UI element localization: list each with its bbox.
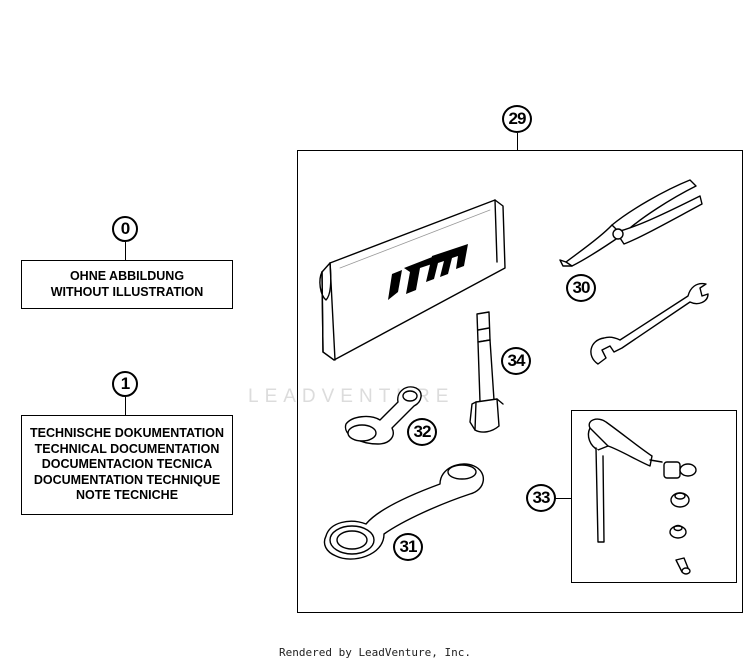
pliers-icon[interactable] — [559, 179, 703, 267]
box-line-note-tecniche: NOTE TECNICHE — [75, 488, 179, 503]
box-line-without-illustration: WITHOUT ILLUSTRATION — [50, 284, 204, 299]
footer-credit: Rendered by LeadVenture, Inc. — [278, 646, 472, 659]
ktm-logo-k-mark — [388, 270, 402, 300]
technical-documentation-box: TECHNISCHE DOKUMENTATION TECHNICAL DOCUM… — [21, 415, 233, 515]
callout-0[interactable]: 0 — [112, 216, 138, 242]
tool-kit-frame — [297, 150, 743, 613]
ring-spanner-icon[interactable] — [344, 386, 422, 445]
socket-bit-icon[interactable] — [663, 461, 697, 479]
socket-bit-icon[interactable] — [675, 557, 691, 575]
socket-bit-icon[interactable] — [669, 524, 687, 539]
open-end-wrench-icon[interactable] — [590, 282, 709, 365]
callout-32[interactable]: 32 — [407, 418, 437, 446]
callout-1[interactable]: 1 — [112, 371, 138, 397]
box-line-documentacion-tecnica: DOCUMENTACION TECNICA — [41, 457, 213, 472]
leader-line-29 — [517, 133, 518, 151]
socket-bit-icon[interactable] — [670, 492, 690, 508]
callout-30[interactable]: 30 — [566, 274, 596, 302]
callout-31[interactable]: 31 — [393, 533, 423, 561]
socket-set-frame — [571, 410, 737, 583]
box-line-documentation-technique: DOCUMENTATION TECHNIQUE — [33, 472, 221, 487]
callout-29[interactable]: 29 — [502, 105, 532, 133]
callout-33[interactable]: 33 — [526, 484, 556, 512]
tool-pouch-icon[interactable] — [319, 199, 506, 361]
leader-line-1 — [125, 397, 126, 415]
double-ring-wrench-icon[interactable] — [323, 463, 484, 560]
long-socket-tool-icon[interactable] — [469, 311, 504, 433]
callout-34[interactable]: 34 — [501, 347, 531, 375]
box-line-technische-dokumentation: TECHNISCHE DOKUMENTATION — [30, 426, 224, 441]
box-line-ohne-abbildung: OHNE ABBILDUNG — [69, 269, 185, 283]
leader-line-0 — [125, 242, 126, 260]
t-handle-hex-key-icon[interactable] — [587, 418, 663, 543]
without-illustration-box: OHNE ABBILDUNG WITHOUT ILLUSTRATION — [21, 260, 233, 309]
box-line-technical-documentation: TECHNICAL DOCUMENTATION — [34, 441, 220, 456]
leader-line-33 — [554, 498, 571, 499]
